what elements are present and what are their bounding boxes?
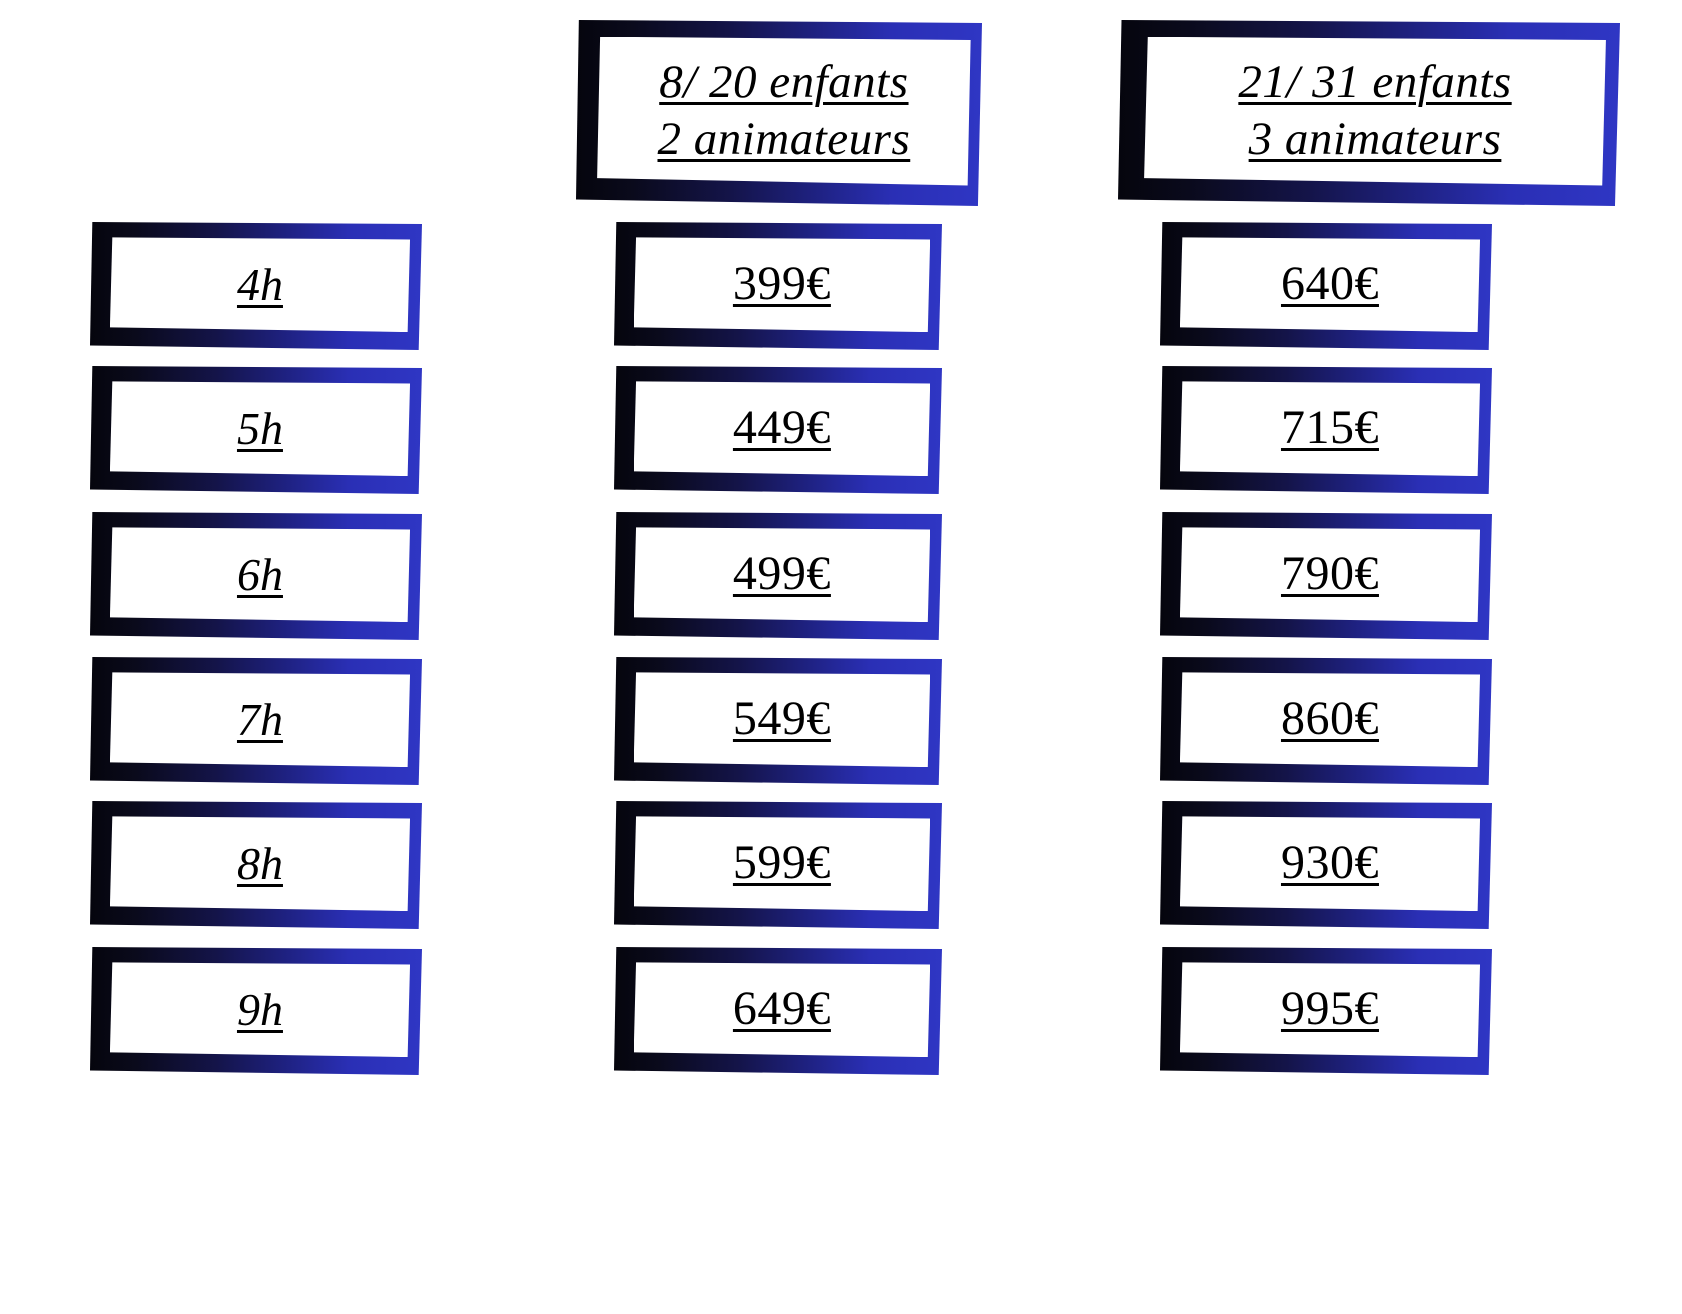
card-content: 499€ [634, 527, 931, 622]
price-card-group-small-3: 549€ [614, 657, 942, 785]
card-panel [633, 237, 931, 333]
price-card-group-small-1: 449€ [614, 366, 942, 494]
card-panel [109, 672, 411, 768]
card-panel [633, 962, 931, 1058]
card-content: 8h [110, 816, 410, 911]
hour-label: 4h [236, 258, 283, 310]
price-card-group-large-5: 995€ [1160, 947, 1492, 1075]
price-label: 599€ [732, 836, 831, 890]
card-content: 5h [110, 381, 410, 476]
card-content: 715€ [1180, 381, 1480, 476]
price-label: 640€ [1280, 257, 1379, 311]
hour-label: 8h [236, 837, 283, 889]
hour-card-hours-0: 4h [90, 222, 422, 350]
hour-label: 5h [236, 402, 283, 454]
card-panel [597, 36, 971, 186]
price-card-group-small-4: 599€ [614, 801, 942, 929]
card-panel [1144, 36, 1606, 186]
hour-card-hours-3: 7h [90, 657, 422, 785]
price-label: 449€ [732, 401, 831, 455]
price-label: 860€ [1280, 692, 1379, 746]
price-card-group-small-2: 499€ [614, 512, 942, 640]
card-content: 790€ [1180, 527, 1480, 622]
price-card-group-large-0: 640€ [1160, 222, 1492, 350]
price-label: 790€ [1280, 547, 1379, 601]
card-panel [633, 381, 931, 477]
card-panel [109, 962, 411, 1058]
card-panel [633, 527, 931, 623]
card-content: 4h [110, 237, 410, 332]
card-panel [109, 381, 411, 477]
price-label: 649€ [732, 982, 831, 1036]
header-line-2: 3 animateurs [1248, 113, 1502, 166]
card-content: 399€ [634, 237, 931, 332]
card-content: 9h [110, 962, 410, 1057]
price-label: 715€ [1280, 401, 1379, 455]
price-card-group-large-4: 930€ [1160, 801, 1492, 929]
card-panel [109, 816, 411, 912]
hour-card-hours-2: 6h [90, 512, 422, 640]
card-panel [109, 527, 411, 623]
card-content: 449€ [634, 381, 931, 476]
card-content: 599€ [634, 816, 931, 911]
card-panel [633, 672, 931, 768]
price-card-group-large-3: 860€ [1160, 657, 1492, 785]
price-label: 995€ [1280, 982, 1379, 1036]
price-label: 549€ [732, 692, 831, 746]
card-content: 7h [110, 672, 410, 767]
card-panel [109, 237, 411, 333]
price-label: 499€ [732, 547, 831, 601]
price-label: 930€ [1280, 836, 1379, 890]
price-card-group-large-2: 790€ [1160, 512, 1492, 640]
header-line-2: 2 animateurs [657, 113, 911, 166]
card-panel [1179, 816, 1481, 912]
hour-card-hours-4: 8h [90, 801, 422, 929]
card-panel [1179, 672, 1481, 768]
card-panel [1179, 237, 1481, 333]
card-content: 995€ [1180, 962, 1480, 1057]
hour-label: 6h [236, 548, 283, 600]
card-content: 649€ [634, 962, 931, 1057]
card-panel [633, 816, 931, 912]
card-content: 860€ [1180, 672, 1480, 767]
card-content: 549€ [634, 672, 931, 767]
card-panel [1179, 962, 1481, 1058]
hour-label: 7h [236, 693, 283, 745]
card-content: 930€ [1180, 816, 1480, 911]
hour-card-hours-5: 9h [90, 947, 422, 1075]
card-panel [1179, 527, 1481, 623]
card-content: 6h [110, 527, 410, 622]
card-panel [1179, 381, 1481, 477]
card-content: 640€ [1180, 237, 1480, 332]
price-card-group-small-5: 649€ [614, 947, 942, 1075]
price-card-group-small-0: 399€ [614, 222, 942, 350]
hour-label: 9h [236, 983, 283, 1035]
price-label: 399€ [732, 257, 831, 311]
header-line-1: 21/ 31 enfants [1238, 55, 1512, 108]
price-card-group-large-1: 715€ [1160, 366, 1492, 494]
header-line-1: 8/ 20 enfants [659, 55, 909, 108]
hour-card-hours-1: 5h [90, 366, 422, 494]
